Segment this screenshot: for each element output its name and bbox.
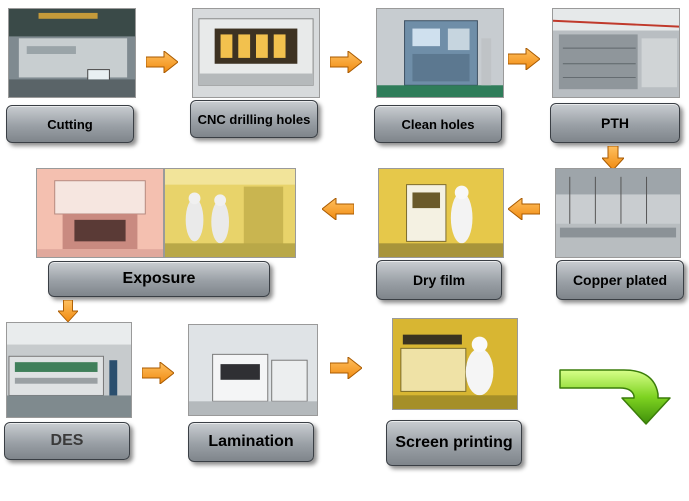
lamination-photo <box>188 324 318 416</box>
cutting-photo <box>8 8 136 98</box>
cnc-photo <box>192 8 320 98</box>
step-label-exposure: Exposure <box>48 261 270 297</box>
arrow-left-icon <box>508 198 540 220</box>
des-photo <box>6 322 132 418</box>
arrow-right-icon <box>330 357 362 379</box>
step-label-cutting: Cutting <box>6 105 134 143</box>
arrow-right-icon <box>142 362 174 384</box>
pth-photo <box>552 8 680 98</box>
step-label-des: DES <box>4 422 130 460</box>
step-label-dry-film: Dry film <box>376 260 502 300</box>
arrow-right-icon <box>330 51 362 73</box>
step-label-clean-holes: Clean holes <box>374 105 502 143</box>
screen-printing-photo <box>392 318 518 410</box>
copper-plated-photo <box>555 168 681 258</box>
clean-holes-photo <box>376 8 504 98</box>
continue-arrow-icon <box>558 364 684 426</box>
arrow-right-icon <box>508 48 540 70</box>
arrow-down-icon <box>602 146 624 170</box>
dry-film-photo <box>378 168 504 258</box>
step-label-cnc: CNC drilling holes <box>190 100 318 138</box>
arrow-right-icon <box>146 51 178 73</box>
step-label-pth: PTH <box>550 103 680 143</box>
arrow-left-icon <box>322 198 354 220</box>
arrow-down-icon <box>58 300 78 322</box>
step-label-screen-printing: Screen printing <box>386 420 522 466</box>
exposure-photo-machine <box>36 168 164 258</box>
step-label-lamination: Lamination <box>188 422 314 462</box>
step-label-copper-plated: Copper plated <box>556 260 684 300</box>
exposure-photo-room <box>164 168 296 258</box>
